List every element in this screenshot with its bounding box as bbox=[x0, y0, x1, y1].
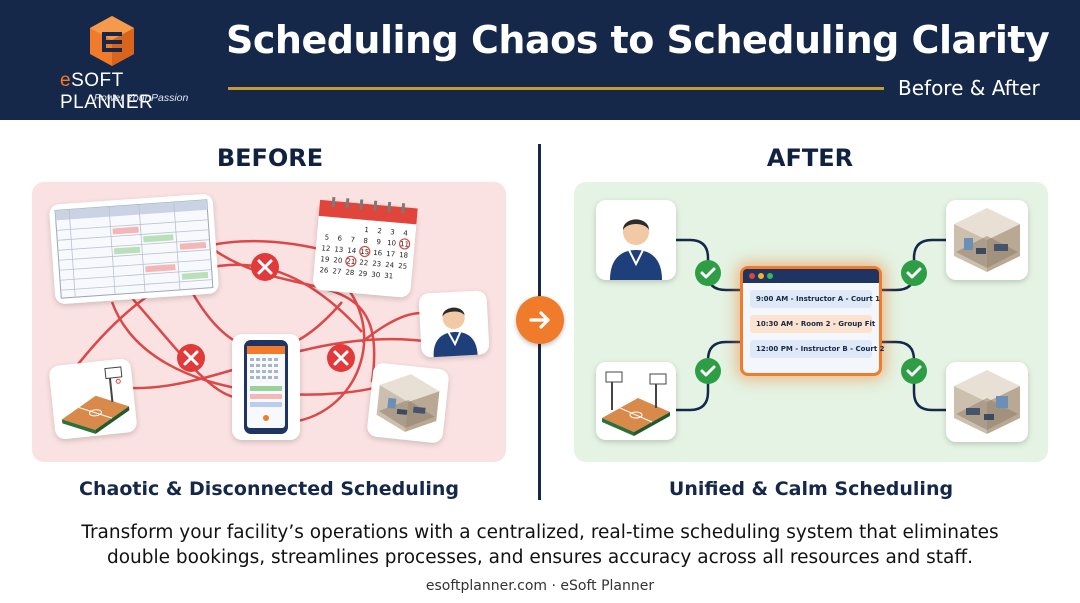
basketball-court-icon bbox=[61, 366, 130, 434]
mobile-app-icon bbox=[244, 340, 288, 434]
before-heading: BEFORE bbox=[216, 144, 324, 172]
calendar-day: 18 bbox=[399, 251, 409, 260]
calendar-day: 17 bbox=[386, 250, 396, 259]
calendar-highlight bbox=[359, 245, 371, 258]
calendar-day: 4 bbox=[403, 229, 409, 237]
window-dot-yellow bbox=[758, 273, 764, 279]
check-icon bbox=[695, 358, 721, 384]
check-icon bbox=[695, 260, 721, 286]
calendar-day: 21 bbox=[346, 257, 356, 266]
calendar-day: 2 bbox=[377, 227, 382, 235]
schedule-entry[interactable]: 12:00 PM - Instructor B - Court 2 bbox=[750, 340, 884, 358]
window-dot-green bbox=[767, 273, 773, 279]
check-icon bbox=[901, 260, 927, 286]
description: Transform your facility’s operations wit… bbox=[40, 520, 1040, 570]
window-dot-red bbox=[749, 273, 755, 279]
calendar-day: 23 bbox=[372, 260, 382, 269]
room-card-after-top bbox=[946, 200, 1028, 280]
calendar-day: 1 bbox=[364, 226, 369, 234]
description-line: double bookings, streamlines processes, … bbox=[106, 547, 973, 568]
mobile-app-card bbox=[232, 334, 300, 440]
court-card-after bbox=[596, 362, 676, 440]
schedule-entry[interactable]: 10:30 AM - Room 2 - Group Fit bbox=[750, 315, 875, 333]
calendar-day: 28 bbox=[345, 268, 355, 277]
instructor-card-before bbox=[418, 290, 490, 358]
logo-name: eSOFT PLANNER bbox=[60, 70, 154, 113]
error-x-icon bbox=[251, 253, 279, 281]
calendar-day: 16 bbox=[373, 249, 383, 258]
calendar-day: 30 bbox=[371, 271, 381, 280]
basketball-court-icon bbox=[602, 371, 670, 436]
instructor-card-after bbox=[596, 200, 676, 280]
calendar-day: 25 bbox=[398, 262, 408, 271]
calendar-day: 9 bbox=[376, 238, 381, 246]
footer-link[interactable]: esoftplanner.com · eSoft Planner bbox=[425, 578, 655, 594]
calendar-day: 6 bbox=[337, 235, 343, 243]
calendar-day: 3 bbox=[390, 228, 395, 236]
room-card-after-bottom bbox=[946, 362, 1028, 442]
calendar-day: 19 bbox=[320, 255, 330, 264]
calendar-day: 24 bbox=[385, 261, 395, 270]
page-title: Scheduling Chaos to Scheduling Clarity bbox=[226, 18, 1050, 62]
transition-arrow-button[interactable] bbox=[516, 296, 564, 344]
room-icon bbox=[954, 370, 1020, 434]
logo-cube-icon bbox=[90, 16, 134, 66]
calendar-day: 20 bbox=[333, 256, 343, 265]
description-line: Transform your facility’s operations wit… bbox=[81, 522, 999, 543]
after-heading: AFTER bbox=[766, 144, 854, 172]
calendar-day: 8 bbox=[363, 237, 368, 245]
court-card-before bbox=[48, 357, 138, 441]
arrow-right-icon bbox=[529, 311, 550, 329]
check-icon bbox=[901, 358, 927, 384]
calendar-day: 15 bbox=[360, 248, 370, 257]
error-x-icon bbox=[177, 344, 205, 372]
room-icon bbox=[376, 374, 440, 432]
calendar-highlight bbox=[398, 238, 411, 250]
logo-tagline: Power Your Passion bbox=[94, 92, 189, 104]
calendar-day: 5 bbox=[324, 233, 329, 241]
after-caption: Unified & Calm Scheduling bbox=[668, 478, 954, 500]
calendar-highlight bbox=[345, 255, 357, 267]
calendar-day: 12 bbox=[321, 244, 331, 253]
page-subtitle: Before & After bbox=[898, 76, 1040, 100]
calendar-day: 29 bbox=[358, 270, 368, 279]
calendar-day: 14 bbox=[347, 246, 357, 255]
calendar-day: 27 bbox=[332, 267, 342, 276]
header: eSOFT PLANNER Power Your Passion Schedul… bbox=[0, 0, 1080, 120]
before-caption: Chaotic & Disconnected Scheduling bbox=[79, 478, 459, 500]
error-x-icon bbox=[327, 344, 355, 372]
spreadsheet-icon bbox=[54, 199, 214, 299]
calendar-day: 22 bbox=[359, 259, 369, 268]
instructor-icon bbox=[433, 307, 478, 358]
calendar-day: 11 bbox=[400, 240, 410, 249]
spreadsheet-card bbox=[48, 193, 220, 305]
unified-schedule-window[interactable]: 9:00 AM - Instructor A - Court 1 10:30 A… bbox=[740, 266, 884, 376]
schedule-entry[interactable]: 9:00 AM - Instructor A - Court 1 bbox=[750, 290, 880, 308]
calendar-day: 31 bbox=[384, 272, 394, 281]
title-underline bbox=[228, 87, 884, 90]
room-icon bbox=[954, 208, 1020, 272]
calendar-day: 7 bbox=[350, 236, 355, 244]
calendar-day: 10 bbox=[387, 239, 397, 248]
calendar-day: 26 bbox=[319, 266, 329, 275]
calendar-day: 13 bbox=[334, 245, 344, 254]
logo[interactable]: eSOFT PLANNER Power Your Passion bbox=[50, 12, 200, 113]
schedule-window-titlebar bbox=[743, 269, 879, 283]
room-card-before bbox=[366, 362, 450, 444]
instructor-icon bbox=[610, 219, 662, 280]
